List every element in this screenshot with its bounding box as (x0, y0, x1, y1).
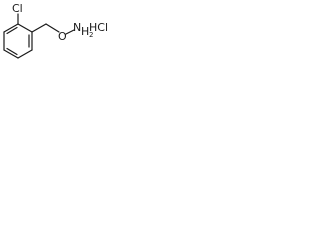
hydrochloride-label: HCl (89, 21, 108, 34)
ring-bond (3, 23, 19, 33)
amine-hydrogen-count: 2 (89, 31, 93, 39)
benzene-ring (3, 23, 33, 59)
amine-hydrogen-label: H (81, 25, 89, 38)
ring-bond (3, 49, 19, 59)
chlorine-label: Cl (12, 2, 23, 15)
chemical-structure-diagram: Cl O N H 2 HCl (3, 2, 108, 59)
carbon-oxygen-bond (45, 23, 60, 33)
nitrogen-label: N (73, 21, 81, 34)
ring-bond (17, 23, 33, 33)
oxygen-nitrogen-bond (65, 29, 75, 35)
ring-double-bond (6, 47, 18, 56)
methylene-bond (31, 23, 47, 33)
oxygen-label: O (58, 30, 67, 43)
ring-double-bond (6, 26, 18, 35)
ring-bond (17, 49, 33, 59)
